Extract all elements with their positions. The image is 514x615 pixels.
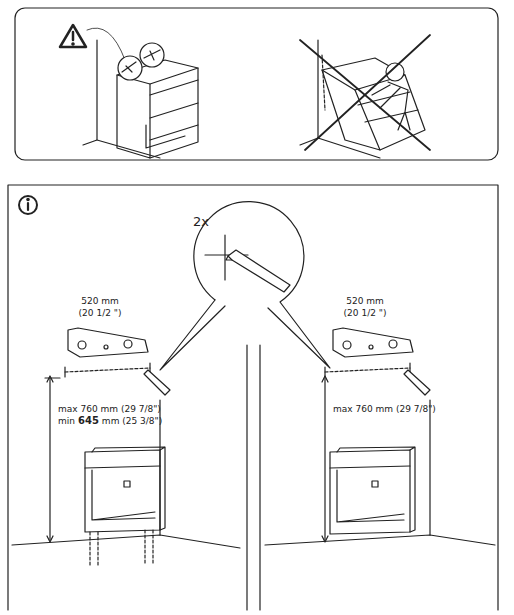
- dimension-label: (20 1/2 "): [79, 308, 122, 319]
- quantity-label: 2x: [193, 214, 209, 229]
- dimension-label: 520 mm: [346, 296, 384, 307]
- dimension-label: mm (25 3/8"): [102, 416, 162, 427]
- dimension-label: max 760 mm (29 7/8"): [58, 404, 161, 415]
- left-wall-scene: [12, 328, 240, 565]
- dimension-label: 520 mm: [81, 296, 119, 307]
- info-panel: [8, 185, 498, 610]
- dimension-label: (20 1/2 "): [344, 308, 387, 319]
- dimension-label: min: [58, 416, 75, 427]
- right-wall-scene: [265, 328, 495, 545]
- warning-panel: [15, 8, 498, 160]
- zoom-bubble: [160, 202, 330, 370]
- dimension-value: 645: [78, 415, 99, 426]
- tipping-warning: [300, 35, 430, 158]
- dimension-label: max 760 mm (29 7/8"): [333, 404, 436, 415]
